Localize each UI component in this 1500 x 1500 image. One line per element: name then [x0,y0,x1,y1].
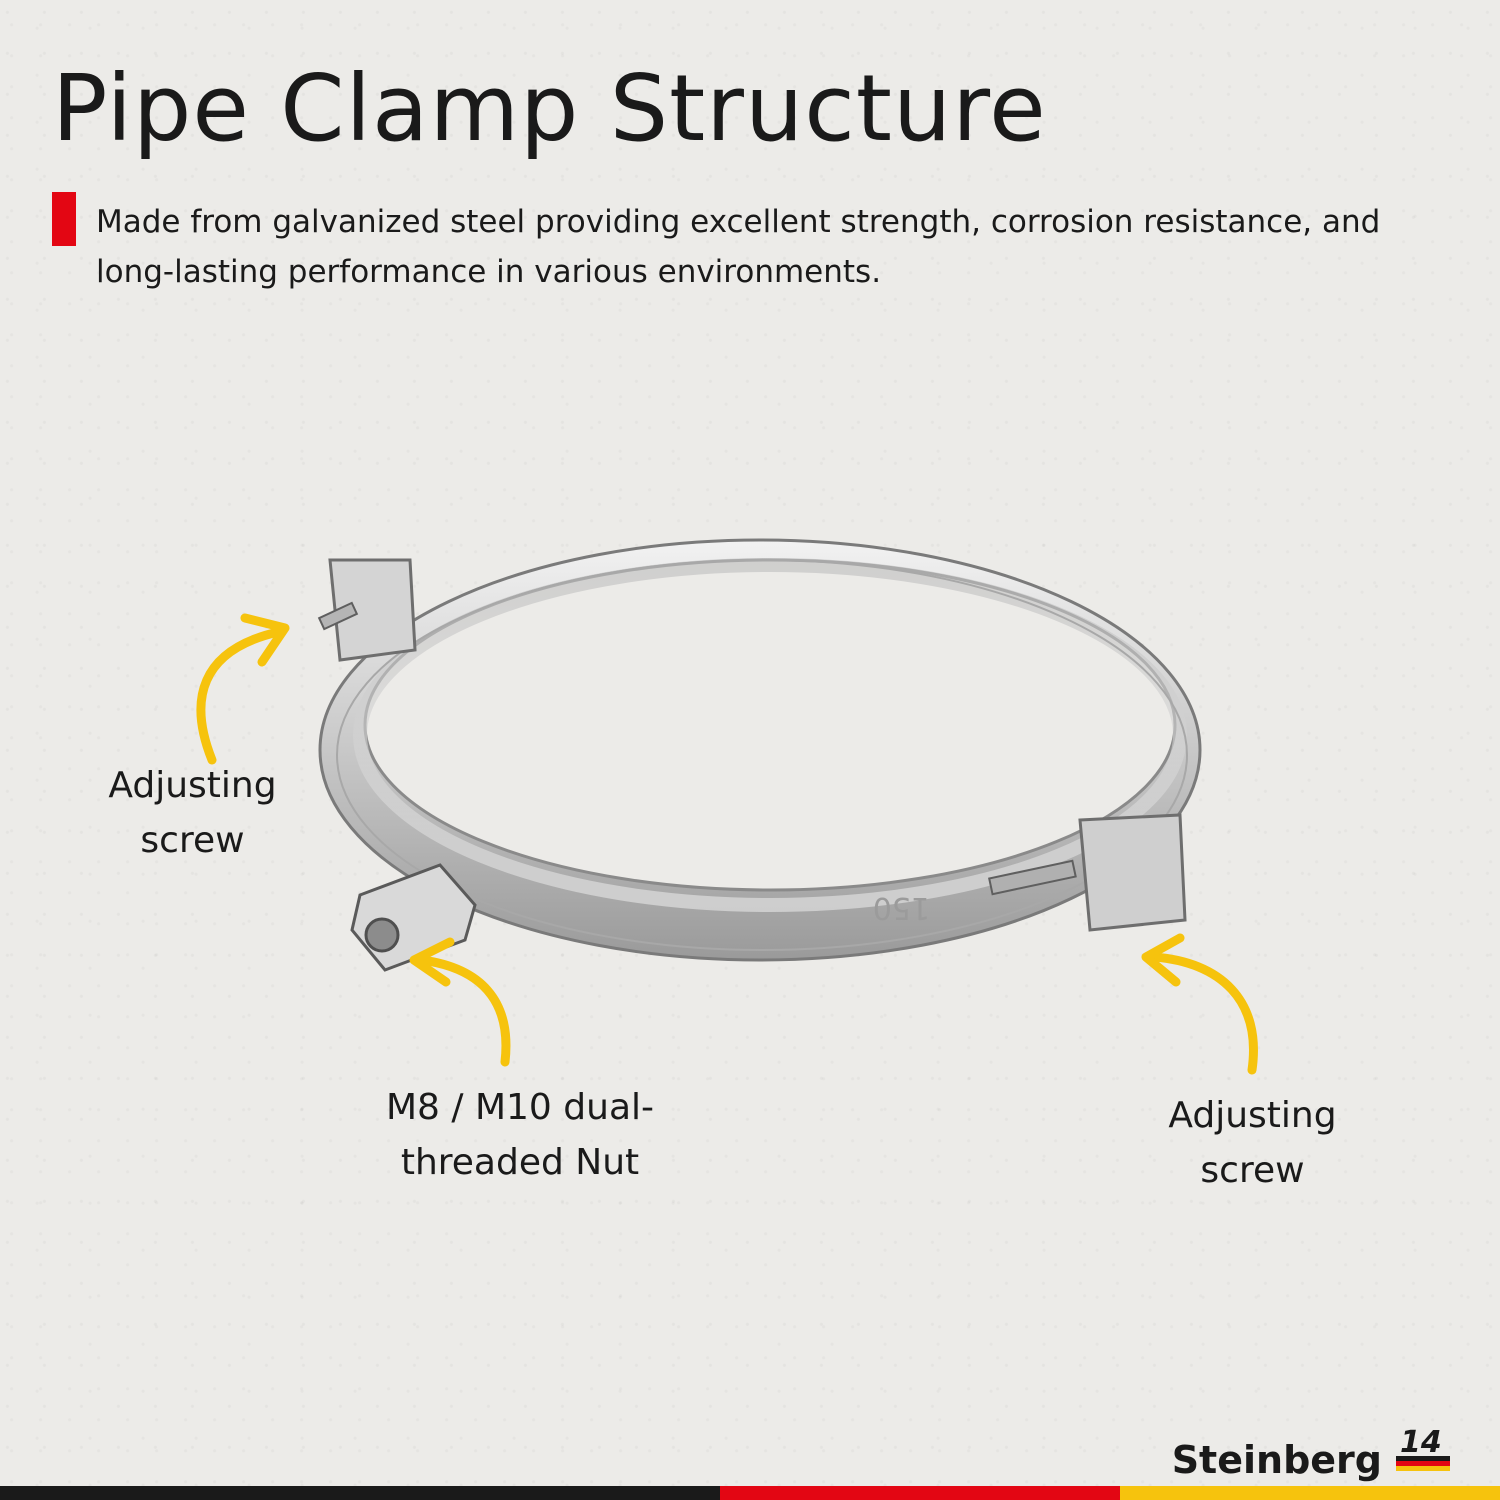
arrow-left-screw-head [240,613,290,667]
brand-mark-icon: 14 [1396,1426,1450,1471]
arrow-right-screw [1149,952,1258,1075]
callout-nut-line2: threaded Nut [400,1142,640,1183]
arrow-right-screw-head [1141,933,1185,987]
pipe-clamp-image: 150 [317,538,1202,972]
product-description: Made from galvanized steel providing exc… [96,204,1381,290]
callout-nut: M8 / M10 dual- threaded Nut [360,1080,680,1190]
brand-name: Steinberg [1171,1438,1382,1482]
arrow-nut-head [409,937,455,987]
callout-left-adjusting-screw: Adjusting screw [85,758,300,868]
callout-right-line2: screw [1200,1150,1305,1191]
footer-yellow-segment [1120,1486,1500,1500]
callout-right-line1: Adjusting [1168,1095,1337,1136]
callout-nut-line1: M8 / M10 dual- [385,1087,654,1128]
footer-black-segment [0,1486,720,1500]
arrow-nut [417,955,511,1067]
footer-color-strip [0,1486,1500,1500]
callout-left-line2: screw [140,820,245,861]
callout-left-line1: Adjusting [108,765,277,806]
arrow-left-screw [196,627,283,765]
footer-red-segment [720,1486,1120,1500]
callout-right-adjusting-screw: Adjusting screw [1145,1088,1360,1198]
accent-bar [52,192,76,246]
brand-mark-number: 14 [1400,1426,1442,1460]
svg-text:150: 150 [873,890,930,925]
brand-logo: Steinberg [1172,1438,1382,1482]
page-title: Pipe Clamp Structure [52,55,1047,162]
